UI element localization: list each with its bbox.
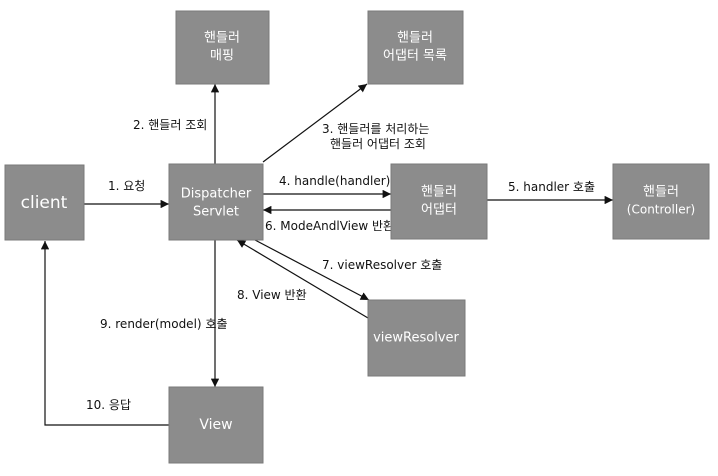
node-handler-mapping: 핸들러 매핑 — [175, 10, 270, 85]
node-handler-mapping-line2: 매핑 — [210, 49, 234, 64]
node-dispatcher-servlet: Dispatcher Servlet — [168, 163, 264, 241]
node-handler-adapter-line1: 핸들러 — [421, 184, 457, 200]
node-handler-adapter-list-line1: 핸들러 — [397, 30, 433, 46]
node-handler-adapter-list: 핸들러 어댑터 목록 — [367, 10, 464, 85]
node-handler-controller: 핸들러 (Controller) — [612, 163, 710, 240]
label-lookup-adapter-line2: 핸들러 어댑터 조회 — [330, 136, 426, 151]
label-request: 1. 요청 — [108, 179, 145, 193]
edges — [40, 83, 613, 426]
label-render: 9. render(model) 호출 — [100, 317, 227, 331]
node-client-label: client — [21, 193, 68, 213]
label-call-handler: 5. handler 호출 — [508, 180, 595, 194]
node-handler-adapter-list-line2: 어댑터 목록 — [383, 49, 447, 64]
node-handler-controller-line2: (Controller) — [627, 203, 695, 217]
node-client: client — [4, 164, 85, 241]
arrow-response — [40, 241, 169, 426]
node-view-label: View — [199, 417, 232, 433]
node-dispatcher-line1: Dispatcher — [181, 187, 252, 202]
arrow-call-viewresolver — [254, 239, 370, 301]
edge-labels: 1. 요청 2. 핸들러 조회 3. 핸들러를 처리하는 핸들러 어댑터 조회 … — [86, 117, 595, 412]
arrow-return-view — [236, 239, 369, 319]
node-view: View — [168, 386, 264, 464]
node-view-resolver-label: viewResolver — [373, 331, 459, 346]
node-handler-adapter: 핸들러 어댑터 — [390, 163, 488, 240]
label-response: 10. 응답 — [86, 398, 131, 412]
label-handle: 4. handle(handler) — [279, 174, 390, 188]
label-lookup-adapter-line1: 3. 핸들러를 처리하는 — [322, 121, 429, 136]
label-return-view: 8. View 반환 — [237, 288, 307, 302]
node-dispatcher-line2: Servlet — [193, 205, 239, 220]
label-lookup-mapping: 2. 핸들러 조회 — [133, 117, 207, 132]
node-handler-adapter-line2: 어댑터 — [421, 203, 457, 218]
node-handler-controller-line1: 핸들러 — [643, 184, 679, 200]
arrow-lookup-adapter — [262, 83, 368, 163]
node-view-resolver: viewResolver — [367, 299, 466, 377]
node-handler-mapping-line1: 핸들러 — [204, 30, 240, 46]
label-return-modelandview: 6. ModeAndlView 반환 — [265, 219, 394, 233]
label-call-viewresolver: 7. viewResolver 호출 — [322, 258, 442, 272]
